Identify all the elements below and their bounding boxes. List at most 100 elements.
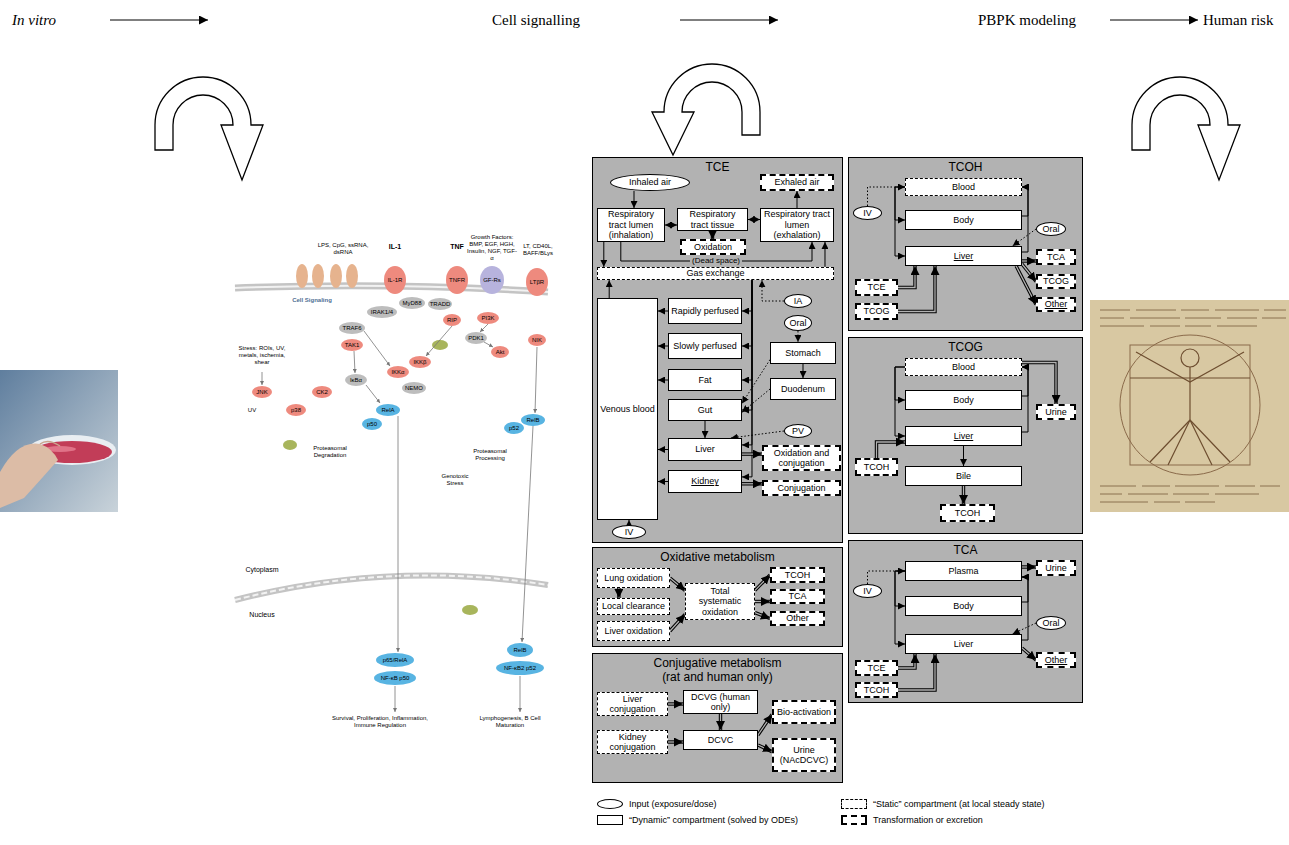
pathway-picture-part-part <box>484 342 493 347</box>
dose-line <box>762 280 784 301</box>
static-compartment: Kidney conjugation <box>597 730 668 754</box>
transformation-box: Urine (NAcDCVC) <box>772 738 836 772</box>
transfer-line <box>898 654 935 690</box>
flow-connector <box>742 280 752 410</box>
pathway-picture-part <box>296 264 308 288</box>
flow-connector <box>797 191 798 208</box>
dynamic-compartment: Stomach <box>770 342 836 364</box>
dynamic-compartment: DCVG (human only) <box>683 690 758 714</box>
flow-connector <box>658 481 668 482</box>
flow-arrows-part <box>1132 77 1240 180</box>
vitruvian-picture-part <box>1100 310 1286 502</box>
legend-swatch <box>841 799 867 809</box>
transfer-line-core <box>1022 566 1036 567</box>
stage-heading: PBPK modeling <box>978 12 1076 29</box>
transformation-box: TCE <box>855 279 898 296</box>
vitruvian-picture-part-part <box>1181 349 1199 367</box>
flow-connector <box>1022 187 1028 252</box>
transfer-line-core <box>877 442 906 458</box>
arrow-heads <box>618 588 619 598</box>
pathway-label: NIK <box>532 337 542 344</box>
flow-connector <box>895 367 905 436</box>
flow-line <box>797 191 798 208</box>
transfer-line-core <box>670 578 685 590</box>
flow-connector <box>742 389 770 412</box>
pathway-picture-part <box>443 314 461 326</box>
flow-line <box>1022 577 1028 602</box>
transfer-line-core <box>898 654 915 668</box>
pathway-label: IκBα <box>350 377 362 384</box>
dose-input: Oral <box>1036 616 1066 630</box>
pathway-picture-part <box>235 575 548 600</box>
flow-connector <box>898 266 915 288</box>
flow-connector <box>755 575 770 590</box>
model-panel: TCOHBloodIVBodyOralLiverTCATCETCOGTCOGOt… <box>848 157 1083 331</box>
flow-connector <box>758 714 772 735</box>
compartment-label: PV <box>792 426 804 436</box>
pathway-picture-part <box>491 346 509 358</box>
compartment-label: Inhaled air <box>629 177 671 187</box>
compartment-label: Oral <box>1042 224 1059 234</box>
flow-connector <box>742 280 752 380</box>
flow-line <box>895 571 905 644</box>
dose-input: IV <box>612 525 646 539</box>
compartment-label: TCE <box>868 282 886 292</box>
pathway-picture-part-part <box>522 426 533 642</box>
compartment-label: TCA <box>789 591 807 601</box>
arrow-heads <box>898 266 935 312</box>
model-panel: TCAPlasmaIVUrineBodyOralLiverTCEOtherTCO… <box>848 540 1083 703</box>
pathway-picture-part-part <box>366 385 380 403</box>
flow-line <box>634 191 635 208</box>
pathway-label: NF-κB p50 <box>381 675 410 682</box>
dose-input: Oral <box>784 315 812 331</box>
flow-connector <box>1022 187 1028 216</box>
flow-connector <box>665 225 677 226</box>
vitruvian-picture-part-part <box>1189 367 1190 420</box>
transfer-line-core <box>898 266 935 312</box>
compartment-label: Kidney <box>691 476 719 486</box>
pathway-label: MyD88 <box>402 300 421 307</box>
legend-swatch <box>597 815 623 825</box>
compartment-label: Liver conjugation <box>600 694 665 715</box>
pathway-picture-part <box>376 653 414 667</box>
model-panel: Conjugative metabolism (rat and human on… <box>592 653 843 783</box>
dose-line <box>1013 229 1036 246</box>
pathway-picture-part <box>262 324 537 712</box>
arrow-heads <box>1022 567 1036 568</box>
dose-line <box>742 360 770 404</box>
stage-heading: Human risk <box>1203 12 1273 29</box>
dynamic-compartment: Bile <box>905 466 1022 486</box>
flow-connector <box>898 266 935 312</box>
flow-connector <box>742 454 762 455</box>
pathway-label: RelB <box>513 647 526 654</box>
pathway-picture-part <box>409 356 431 368</box>
transfer-line <box>670 614 685 631</box>
arrow-heads <box>1016 266 1036 305</box>
transfer-line-core <box>755 575 770 590</box>
flow-line <box>1022 187 1028 216</box>
pathway-label: PI3K <box>481 315 494 322</box>
pathway-label: IRAK1/4 <box>371 309 393 316</box>
pathway-picture-part <box>496 661 544 675</box>
pathway-label: NEMO <box>405 385 423 392</box>
pathway-label: p52 <box>509 425 519 432</box>
pathway-picture-part <box>374 671 416 685</box>
pathway-label: Genotoxic Stress <box>435 473 475 487</box>
flow-line <box>603 242 604 267</box>
compartment-label: Conjugation <box>777 483 825 493</box>
legend-text: Transformation or excretion <box>873 814 983 826</box>
dose-input: PV <box>784 424 812 438</box>
flow-connector <box>877 442 906 458</box>
flow-connector <box>742 280 752 346</box>
pathway-label: PDK1 <box>468 335 484 342</box>
compartment-label: Oral <box>789 318 806 328</box>
transfer-line-core <box>1022 648 1036 660</box>
pathway-picture-part <box>286 404 306 416</box>
flow-connector <box>898 654 915 668</box>
flow-line <box>895 367 905 436</box>
compartment-label: Respiratory tract lumen (exhalation) <box>763 209 831 240</box>
panel-title: TCOH <box>936 161 996 175</box>
vitruvian-picture-part-part <box>1100 494 1259 495</box>
flow-line <box>705 421 706 438</box>
pathway-picture-part-part <box>262 372 263 385</box>
